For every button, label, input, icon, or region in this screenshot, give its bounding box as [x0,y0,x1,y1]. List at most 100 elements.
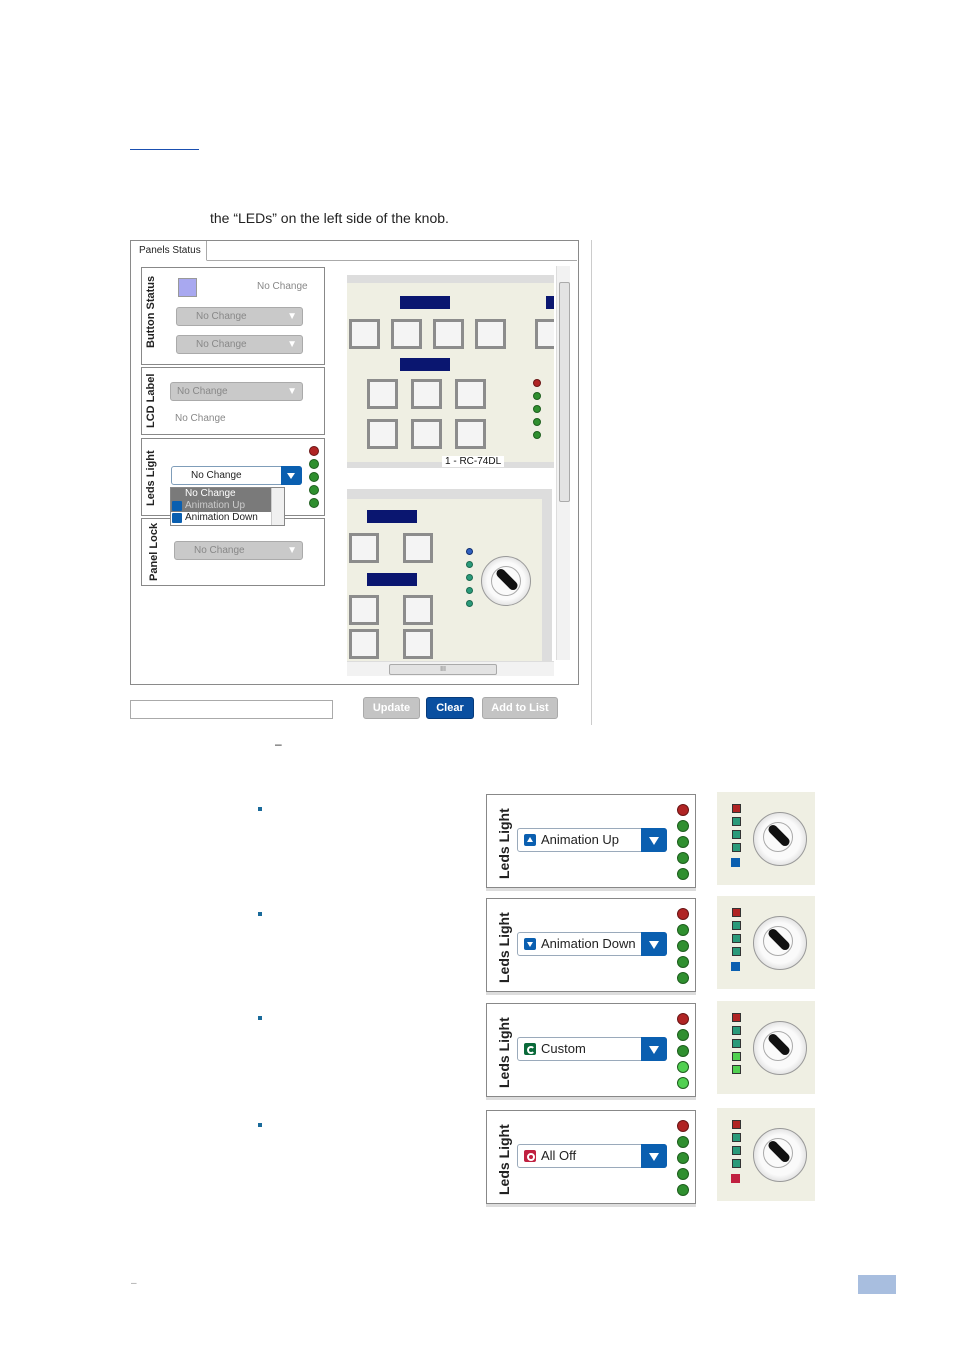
led-indicator [732,830,741,839]
page-number-box [858,1275,896,1294]
led-indicator [732,817,741,826]
scroll-thumb[interactable] [559,282,570,502]
menu-item-animation-down[interactable]: Animation Down [171,512,284,524]
menu-scrollbar[interactable] [271,488,284,525]
led-indicator [677,1061,689,1073]
led-indicator [533,431,541,439]
vertical-scrollbar[interactable] [556,266,570,660]
label-bar [367,510,417,523]
chevron-down-icon: ▼ [287,339,297,350]
panel-lock-label: Panel Lock [148,522,160,581]
led-indicator [677,1077,689,1089]
led-indicator [677,1152,689,1164]
chevron-down-icon: ▼ [287,311,297,322]
led-indicator [677,1045,689,1057]
device-key[interactable] [391,319,422,349]
led-indicator [533,418,541,426]
power-icon [524,1150,536,1162]
bullet-marker [258,1123,262,1127]
device-key[interactable] [475,319,506,349]
device-key[interactable] [433,319,464,349]
device-key[interactable] [367,419,398,449]
led-indicator [677,868,689,880]
led-indicator [732,1026,741,1035]
menu-item-no-change[interactable]: No Change [171,488,284,500]
device-preview-top: 1 - RC-74DL [347,275,554,468]
led-indicator [732,1052,741,1061]
leds-light-dropdown[interactable]: No Change [171,466,302,485]
led-indicator [732,934,741,943]
chevron-down-icon[interactable] [281,466,302,485]
leds-light-dropdown[interactable]: All Off [517,1144,667,1168]
label-bar [400,296,450,309]
device-key[interactable] [535,319,554,349]
chevron-down-icon[interactable] [641,932,667,956]
device-key[interactable] [367,379,398,409]
update-button[interactable]: Update [363,697,420,719]
footer-dash: – [131,1278,137,1289]
led-indicator [732,1065,741,1074]
led-indicator [732,804,741,813]
label-bar [546,296,554,309]
led-indicator [677,924,689,936]
clear-button[interactable]: Clear [426,697,474,719]
device-key[interactable] [349,319,380,349]
color-swatch[interactable] [178,278,197,297]
led-indicator [309,498,319,508]
led-indicator [466,548,473,555]
lcd-label-dropdown[interactable]: No Change▼ [170,382,303,401]
device-key[interactable] [349,629,379,659]
device-key[interactable] [403,595,433,625]
leds-light-dropdown[interactable]: Animation Up [517,828,667,852]
button-status-dropdown-1[interactable]: No Change▼ [176,307,303,326]
rotary-knob [753,1021,807,1075]
intro-text: the “LEDs” on the left side of the knob. [210,210,449,226]
list-input[interactable] [130,700,333,719]
lcd-label-value: No Change [175,413,226,424]
arrow-down-icon [731,962,740,971]
arrow-up-icon [524,834,536,846]
device-model-label: 1 - RC-74DL [442,456,505,467]
led-indicator [533,379,541,387]
device-key[interactable] [411,419,442,449]
chevron-down-icon[interactable] [641,1144,667,1168]
led-indicator [677,1136,689,1148]
device-key[interactable] [411,379,442,409]
button-status-dropdown-2[interactable]: No Change▼ [176,335,303,354]
lcd-label-group: LCD Label No Change▼ No Change [141,367,325,435]
chevron-down-icon[interactable] [641,828,667,852]
device-key[interactable] [349,595,379,625]
device-preview-bottom [347,489,552,661]
led-indicator [466,600,473,607]
led-indicator [677,820,689,832]
bullet-marker [258,1016,262,1020]
leds-light-menu[interactable]: No Change Animation Up Animation Down [170,487,285,526]
led-indicator [732,1146,741,1155]
leds-light-label: Leds Light [496,1124,512,1195]
label-bar [400,358,450,371]
led-indicator [466,587,473,594]
scroll-thumb[interactable]: III [389,664,497,675]
rotary-knob[interactable] [481,556,531,606]
leds-light-dropdown[interactable]: Custom [517,1037,667,1061]
menu-item-animation-up[interactable]: Animation Up [171,500,284,512]
add-to-list-button[interactable]: Add to List [482,697,558,719]
device-key[interactable] [403,533,433,563]
led-indicator [309,485,319,495]
arrow-down-icon [172,513,182,523]
device-key[interactable] [455,379,486,409]
chevron-down-icon[interactable] [641,1037,667,1061]
leds-light-label: Leds Light [145,450,157,506]
device-key[interactable] [455,419,486,449]
device-key[interactable] [349,533,379,563]
led-indicator [732,1039,741,1048]
dash-mark: – [275,737,282,751]
horizontal-scrollbar[interactable]: III [347,661,554,676]
link-underline[interactable] [130,149,199,150]
leds-light-dropdown[interactable]: Animation Down [517,932,667,956]
tab-panels-status[interactable]: Panels Status [131,241,207,261]
led-indicator [677,852,689,864]
panel-lock-dropdown[interactable]: No Change▼ [174,541,303,560]
device-key[interactable] [403,629,433,659]
leds-light-card-custom: Leds Light Custom [486,1003,696,1097]
